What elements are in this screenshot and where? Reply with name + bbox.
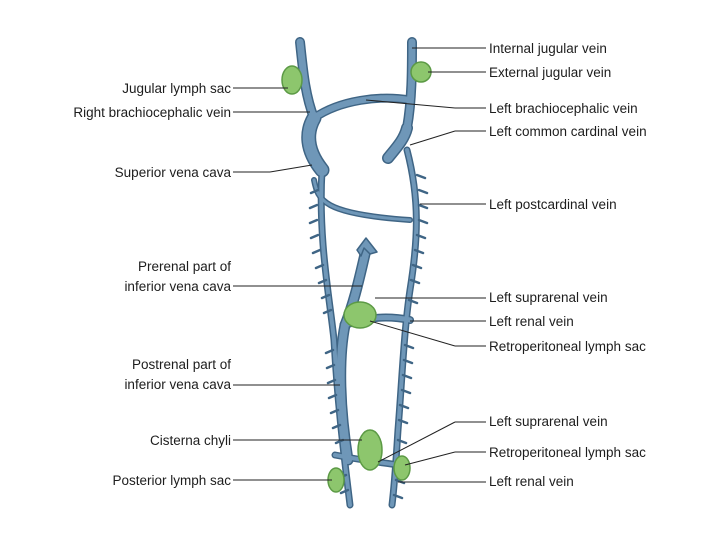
label-left-suprarenal-vein-lower: Left suprarenal vein (489, 414, 608, 429)
label-superior-vena-cava: Superior vena cava (115, 165, 232, 180)
label-retroperitoneal-lymph-sac-upper: Retroperitoneal lymph sac (489, 339, 646, 354)
right-labels: Internal jugular vein External jugular v… (489, 41, 647, 489)
label-posterior-lymph-sac: Posterior lymph sac (112, 473, 231, 488)
label-postrenal-part: Postrenal part of (132, 357, 231, 372)
label-postrenal-ivc: inferior vena cava (124, 377, 231, 392)
ivc-hepatic-segment-arrow (356, 237, 378, 257)
label-prerenal-part: Prerenal part of (138, 259, 231, 274)
leader-lines (233, 47, 486, 483)
label-retroperitoneal-lymph-sac-lower: Retroperitoneal lymph sac (489, 445, 646, 460)
left-labels: Jugular lymph sac Right brachiocephalic … (73, 81, 231, 488)
label-external-jugular-vein: External jugular vein (489, 65, 611, 80)
lymph-sacs (281, 61, 432, 493)
retroperitoneal-lymph-sac-upper (343, 301, 377, 329)
label-left-renal-vein-lower: Left renal vein (489, 474, 574, 489)
retroperitoneal-lymph-sac-lower (393, 455, 411, 481)
label-jugular-lymph-sac: Jugular lymph sac (122, 81, 231, 96)
label-prerenal-ivc: inferior vena cava (124, 279, 231, 294)
label-cisterna-chyli: Cisterna chyli (150, 433, 231, 448)
vein-network (295, 37, 429, 509)
label-internal-jugular-vein: Internal jugular vein (489, 41, 607, 56)
label-left-brachiocephalic-vein: Left brachiocephalic vein (489, 101, 638, 116)
cisterna-chyli-sac (357, 429, 383, 471)
label-left-renal-vein-upper: Left renal vein (489, 314, 574, 329)
label-left-postcardinal-vein: Left postcardinal vein (489, 197, 617, 212)
label-left-common-cardinal-vein: Left common cardinal vein (489, 124, 647, 139)
label-left-suprarenal-vein-upper: Left suprarenal vein (489, 290, 608, 305)
right-jugular-lymph-sac (281, 65, 303, 95)
label-right-brachiocephalic-vein: Right brachiocephalic vein (73, 105, 231, 120)
